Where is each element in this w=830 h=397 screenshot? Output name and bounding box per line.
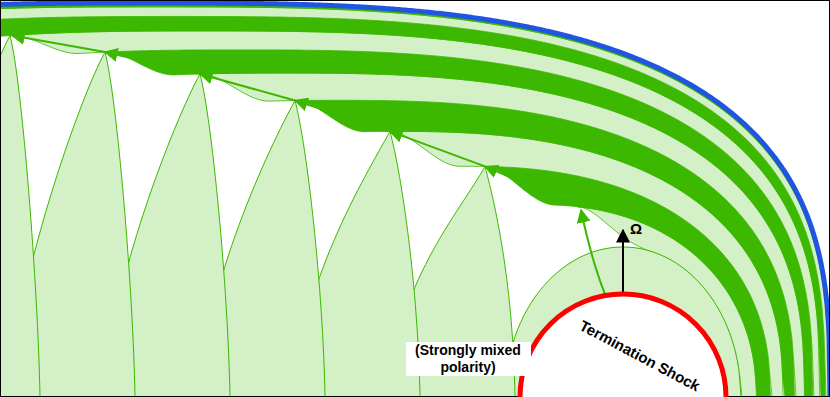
rotation-axis-arrow	[622, 230, 624, 292]
drift-arrow	[12, 36, 105, 53]
drift-arrow	[105, 52, 200, 74]
region-note: (Strongly mixed polarity)	[406, 342, 531, 376]
drift-arrow	[390, 131, 485, 166]
field-band	[0, 7, 829, 397]
field-band	[0, 16, 825, 397]
omega-symbol: Ω	[630, 220, 642, 238]
field-band	[0, 3, 830, 397]
shock-arc	[520, 294, 726, 397]
field-lobe	[0, 36, 40, 397]
termination-shock: Termination Shock	[518, 292, 728, 397]
drift-arrow	[295, 101, 390, 132]
drift-arrow	[200, 74, 295, 101]
field-band	[10, 31, 820, 397]
drift-arrow	[581, 210, 605, 294]
heliopause-line	[0, 3, 830, 397]
drift-arrow	[485, 166, 580, 207]
